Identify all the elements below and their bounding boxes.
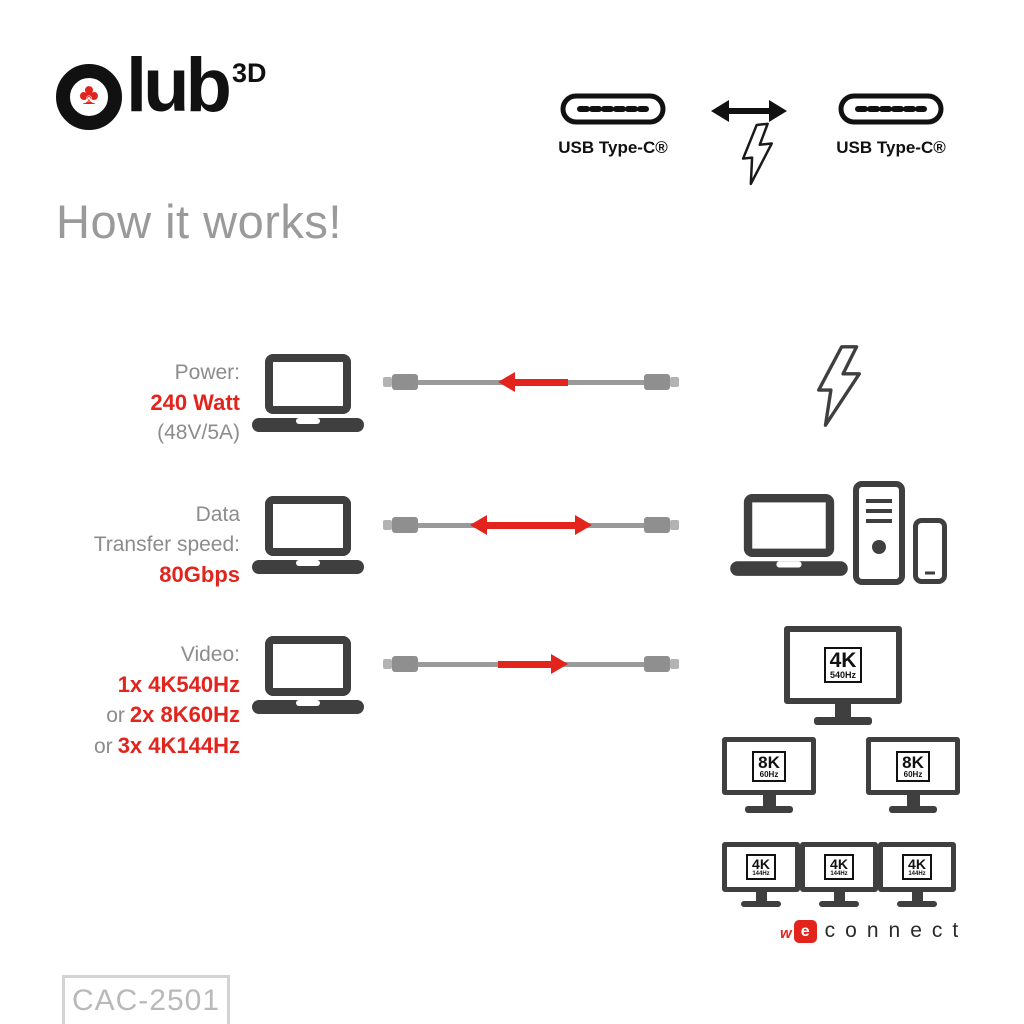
monitor-8k60-icon: 8K 60Hz [722, 737, 816, 813]
usb-c-connector-right: USB Type-C® [836, 93, 946, 158]
monitor-stand [911, 892, 923, 901]
laptop-icon [252, 496, 364, 581]
smartphone-icon [913, 518, 947, 589]
cable-plug-tip [383, 377, 392, 387]
resolution-badge: 4K 540Hz [823, 647, 863, 683]
product-code-text: CAC-2501 [71, 984, 221, 1017]
monitor-screen: 4K 144Hz [878, 842, 956, 892]
power-label: Power: [174, 361, 240, 384]
lightning-bolt-icon [816, 344, 862, 433]
data-sublabel: Transfer speed: [93, 533, 240, 556]
logo-3d-sup: 3D [231, 58, 267, 88]
resolution-badge: 8K 60Hz [896, 750, 930, 782]
resolution-badge: 8K 60Hz [752, 750, 786, 782]
usb-c-label-left: USB Type-C® [558, 138, 668, 157]
club3d-logo: ♣ ® lub 3D [56, 43, 267, 130]
cable-plug-tip [670, 659, 679, 669]
monitor-base [814, 717, 872, 725]
monitor-base [897, 901, 937, 907]
monitor-screen: 8K 60Hz [722, 737, 816, 795]
registered-mark: ® [86, 94, 92, 104]
data-label: Data [195, 503, 240, 526]
video-value-1: 1x 4K540Hz [117, 672, 240, 697]
monitor-base [741, 901, 781, 907]
monitor-4k144-icon: 4K 144Hz [722, 842, 800, 907]
monitor-base [819, 901, 859, 907]
data-value: 80Gbps [159, 562, 240, 587]
resolution-badge: 4K 144Hz [902, 854, 932, 880]
monitor-base [745, 806, 793, 813]
weconnect-w: w [780, 925, 792, 942]
double-arrow-icon [711, 100, 787, 122]
monitor-screen: 8K 60Hz [866, 737, 960, 795]
monitor-stand [833, 892, 845, 901]
usb-c-label-right: USB Type-C® [836, 138, 946, 157]
monitor-stand [762, 795, 776, 806]
monitor-stand [906, 795, 920, 806]
usb-c-connector-left: USB Type-C® [558, 93, 668, 158]
video-value-2: 2x 8K60Hz [129, 702, 240, 727]
monitor-screen: 4K 540Hz [784, 626, 902, 704]
power-labels: Power: 240 Watt (48V/5A) [0, 358, 240, 448]
lightning-bolt-icon [738, 121, 779, 191]
monitor-4k144-icon: 4K 144Hz [800, 842, 878, 907]
power-sublabel: (48V/5A) [157, 421, 240, 444]
weconnect-logo: w e connect [780, 919, 968, 943]
resolution-badge: 4K 144Hz [824, 854, 854, 880]
power-direction-arrow-icon [498, 372, 568, 392]
cable-plug-tip [670, 377, 679, 387]
cable-plug [392, 656, 418, 672]
or-text: or [94, 735, 113, 758]
weconnect-text: connect [824, 919, 969, 942]
bidirectional-connection [706, 97, 792, 190]
laptop-icon [730, 494, 848, 583]
monitor-screen: 4K 144Hz [800, 842, 878, 892]
cable-plug [392, 374, 418, 390]
monitor-stand [835, 704, 851, 717]
cable-plug [644, 374, 670, 390]
club-circle-icon: ♣ ® [56, 64, 122, 130]
data-labels: Data Transfer speed: 80Gbps [0, 500, 240, 590]
club-clover-icon: ♣ [79, 78, 99, 112]
resolution-badge: 4K 144Hz [746, 854, 776, 880]
cable-plug [644, 656, 670, 672]
data-bidirectional-arrow-icon [470, 515, 592, 535]
monitor-4k144-icon: 4K 144Hz [878, 842, 956, 907]
video-direction-arrow-icon [498, 654, 568, 674]
laptop-icon [252, 636, 364, 721]
monitor-4k540-icon: 4K 540Hz [784, 626, 902, 725]
or-text: or [106, 704, 125, 727]
monitor-base [889, 806, 937, 813]
usb-c-connector-icon [560, 93, 666, 125]
weconnect-e-box-icon: e [793, 920, 817, 943]
cable-plug-tip [383, 520, 392, 530]
page-title: How it works! [56, 195, 342, 248]
cable-plug [644, 517, 670, 533]
monitor-stand [755, 892, 767, 901]
monitor-8k60-icon: 8K 60Hz [866, 737, 960, 813]
product-code-box: CAC-2501 [62, 975, 230, 1024]
cable-plug [392, 517, 418, 533]
power-value: 240 Watt [150, 390, 240, 415]
logo-text: lub [126, 43, 232, 128]
usb-c-connector-icon [838, 93, 944, 125]
desktop-tower-icon [853, 481, 905, 590]
video-value-3: 3x 4K144Hz [117, 733, 240, 758]
cable-plug-tip [383, 659, 392, 669]
monitor-screen: 4K 144Hz [722, 842, 800, 892]
cable-plug-tip [670, 520, 679, 530]
laptop-icon [252, 354, 364, 439]
video-label: Video: [180, 643, 240, 666]
